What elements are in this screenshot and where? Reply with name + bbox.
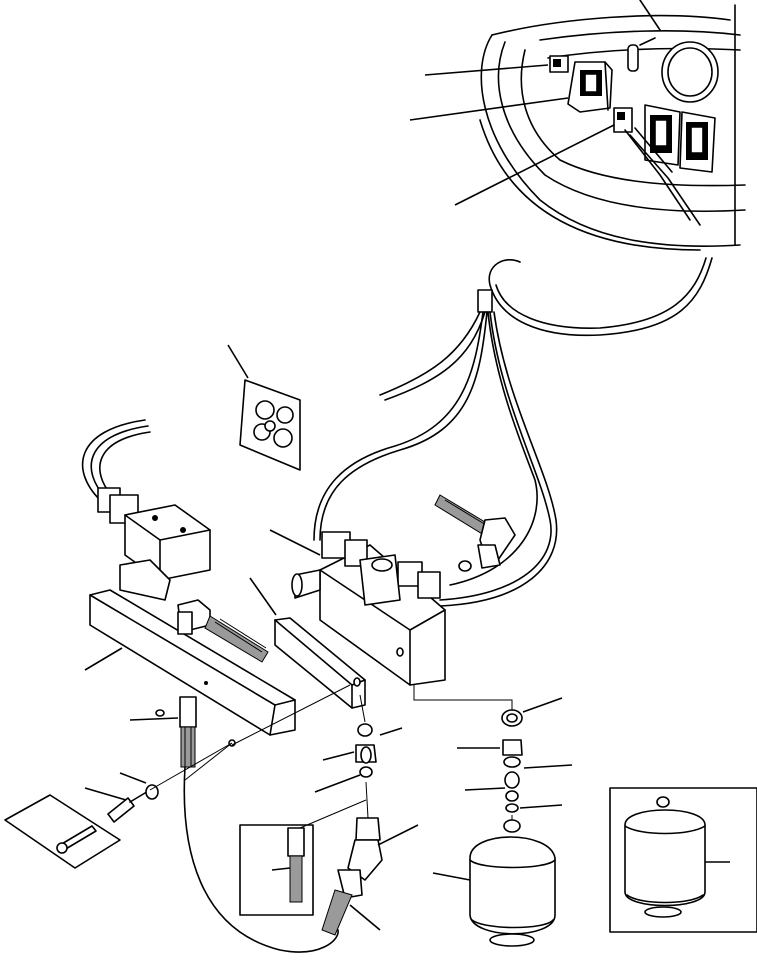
hose-inset-box <box>239 824 314 916</box>
rocker-switch-icon <box>567 61 613 113</box>
dash-rocker-switch-1 <box>644 104 681 166</box>
right-solenoid-valve <box>269 529 446 686</box>
hydraulic-lines <box>149 684 513 953</box>
dash-rocker-switch-2 <box>679 111 716 173</box>
dash-wiring <box>624 127 701 226</box>
small-switch-icon <box>549 55 569 73</box>
accumulator-icon <box>432 819 556 947</box>
left-fitting-hose <box>177 599 269 663</box>
bolt-icon <box>84 772 159 823</box>
accumulator-fittings <box>457 697 573 813</box>
dashboard-callouts <box>409 64 615 206</box>
grommet-kit-icon <box>227 344 301 471</box>
elbow-fitting <box>434 494 516 572</box>
solenoid-valve-icon <box>97 487 211 601</box>
mounting-bar-left <box>84 589 296 736</box>
switch-connector-icon <box>613 107 633 133</box>
wiring-harness <box>313 257 713 607</box>
center-fittings <box>314 723 419 936</box>
accumulator-inset-box <box>609 787 757 933</box>
spacer-plate <box>249 577 366 709</box>
indicator-lamp-icon <box>627 37 656 72</box>
gauge-icon <box>661 41 719 103</box>
bolt-inset-box <box>4 794 121 869</box>
hose-icon <box>129 696 197 768</box>
